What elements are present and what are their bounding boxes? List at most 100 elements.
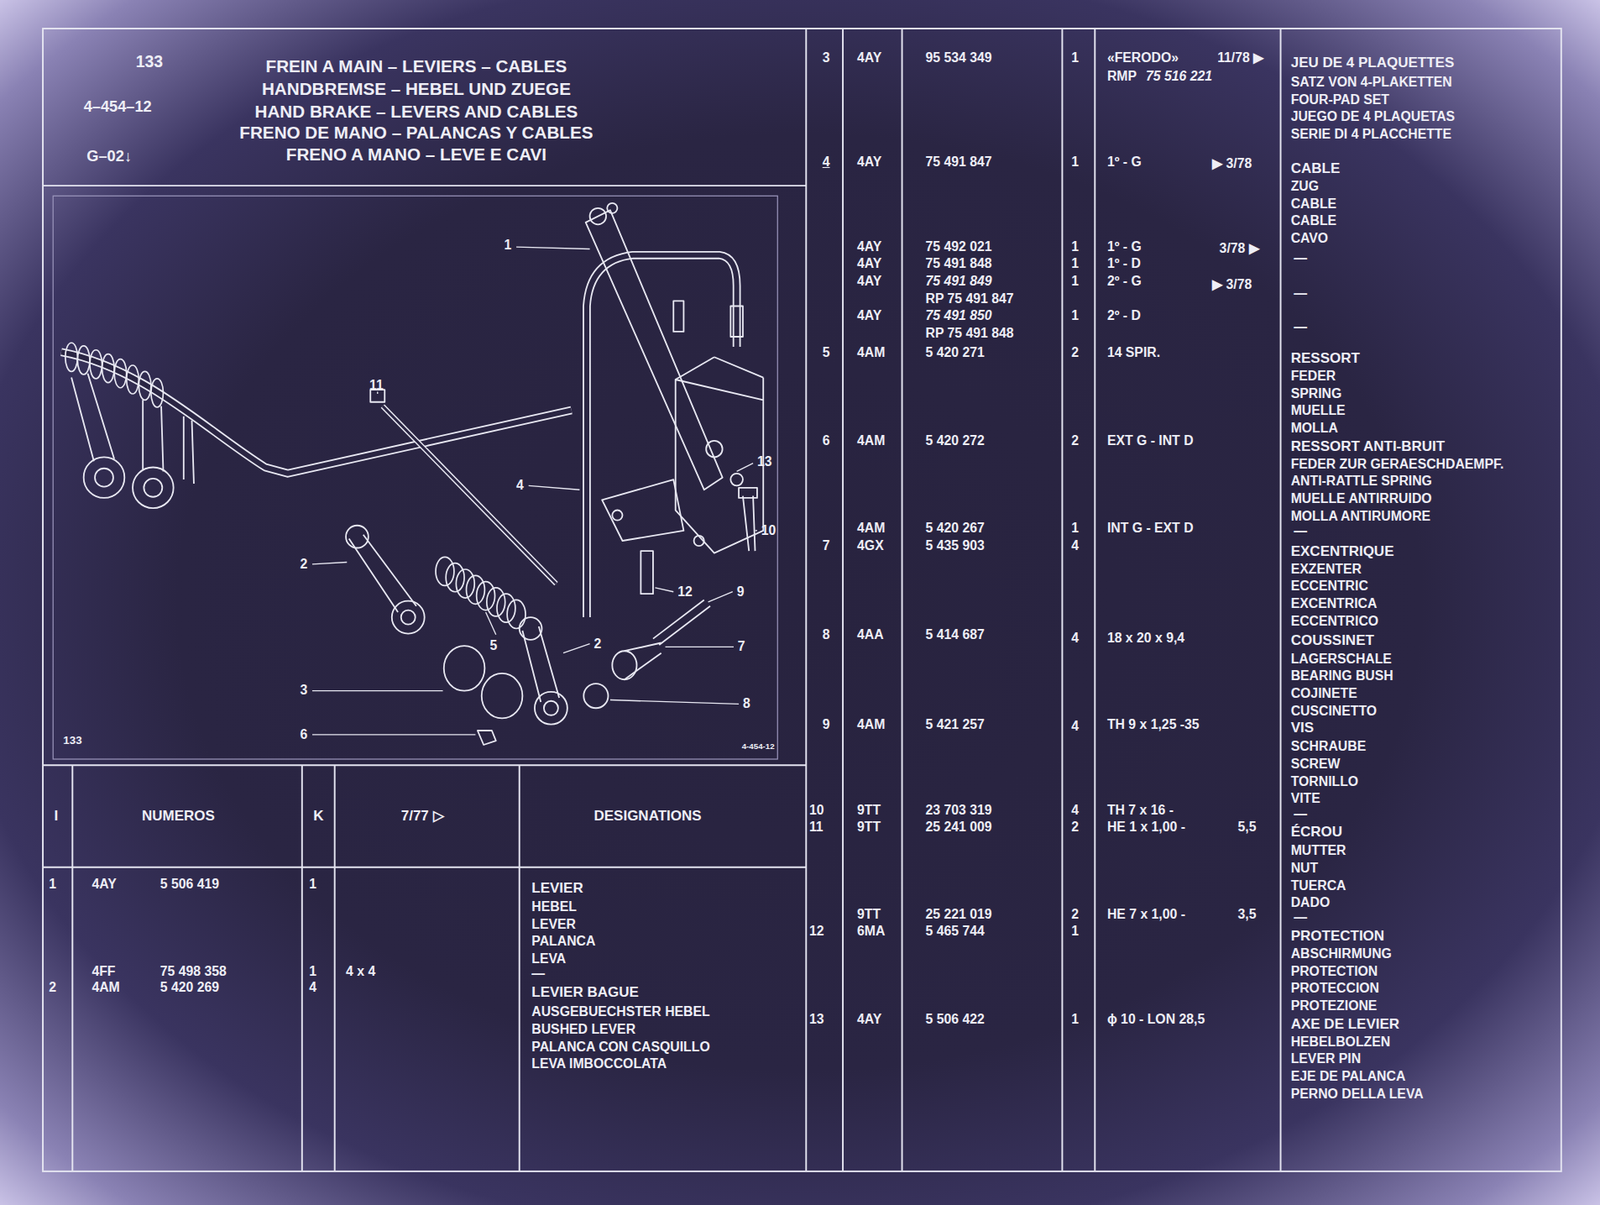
- table-cell: 9: [822, 717, 831, 732]
- sheet-code: G–02↓: [86, 148, 132, 164]
- table-cell: 5 506 422: [925, 1012, 985, 1026]
- callout-number: 2: [299, 557, 308, 571]
- table-cell: SATZ VON 4-PLAKETTEN: [1291, 75, 1453, 89]
- table-cell: PALANCA CON CASQUILLO: [531, 1040, 710, 1054]
- table-cell: MUELLE ANTIRRUIDO: [1291, 491, 1433, 506]
- table-cell: LEVIER BAGUE: [531, 984, 639, 999]
- table-cell: MOLLA ANTIRUMORE: [1291, 509, 1431, 523]
- table-cell: 4FF: [91, 964, 116, 978]
- table-cell: ECCENTRIC: [1291, 579, 1369, 593]
- table-cell: LEVA: [531, 951, 566, 966]
- table-cell: 25 221 019: [925, 907, 993, 921]
- table-cell: ZUG: [1291, 179, 1319, 194]
- table-cell: HE 7 x 1,00 -: [1107, 907, 1186, 921]
- table-cell: 1: [1071, 155, 1079, 169]
- callout-number: 6: [299, 727, 308, 742]
- table-cell: FEDER: [1291, 369, 1337, 383]
- table-cell: 2: [1071, 907, 1079, 921]
- table-cell: 5 421 257: [925, 717, 985, 732]
- table-cell: VITE: [1291, 791, 1321, 806]
- table-cell: 11/78 ▶: [1217, 51, 1264, 65]
- table-cell: 1: [1071, 308, 1079, 323]
- table-cell: TORNILLO: [1291, 774, 1359, 789]
- table-cell: 4: [1071, 803, 1079, 817]
- callout-number: 7: [737, 639, 746, 654]
- table-cell: 5 465 744: [925, 924, 985, 938]
- table-cell: LEVA IMBOCCOLATA: [531, 1056, 667, 1071]
- table-cell: COJINETE: [1291, 686, 1358, 701]
- table-cell: 4AY: [857, 256, 882, 271]
- sheet-code: 133: [135, 53, 163, 70]
- table-cell: 4AM: [857, 433, 885, 448]
- table-cell: —: [1293, 251, 1308, 266]
- title-line: FRENO DE MANO – PALANCAS Y CABLES: [239, 124, 593, 142]
- table-cell: 12: [809, 924, 825, 938]
- table-cell: SPRING: [1291, 386, 1343, 401]
- table-cell: 1: [308, 964, 317, 978]
- table-cell: 3: [822, 51, 831, 65]
- table-cell: BUSHED LEVER: [531, 1022, 636, 1036]
- table-cell: 2º - G: [1107, 274, 1142, 288]
- callout-number: 8: [742, 696, 751, 711]
- table-cell: MOLLA: [1291, 421, 1339, 435]
- table-cell: 3,5: [1237, 907, 1256, 921]
- callout-number: 9: [737, 585, 745, 599]
- table-cell: 5 420 271: [925, 345, 985, 360]
- callout-number: 4-454-12: [742, 742, 775, 751]
- table-cell: JEU DE 4 PLAQUETTES: [1291, 55, 1455, 70]
- callout-number: 1: [503, 238, 512, 252]
- table-cell: LEVER PIN: [1291, 1051, 1361, 1066]
- table-cell: 4: [1071, 719, 1079, 733]
- table-cell: DADO: [1291, 895, 1331, 910]
- table-cell: COUSSINET: [1291, 632, 1375, 648]
- table-cell: 14 SPIR.: [1107, 345, 1161, 360]
- table-cell: 4AY: [857, 51, 882, 65]
- table-cell: 1: [1071, 51, 1079, 65]
- table-cell: 1: [1071, 274, 1079, 288]
- title-line: HAND BRAKE – LEVERS AND CABLES: [255, 103, 579, 121]
- table-cell: 4AY: [91, 877, 116, 891]
- table-cell: TH 9 x 1,25 -35: [1107, 717, 1200, 732]
- table-cell: SCREW: [1291, 757, 1341, 771]
- callout-number: 4: [516, 478, 524, 492]
- table-cell: AXE DE LEVIER: [1291, 1016, 1400, 1031]
- callout-number: 5: [489, 638, 497, 653]
- table-cell: RESSORT: [1291, 350, 1360, 366]
- column-header: 7/77 ▷: [401, 808, 445, 823]
- table-cell: CABLE: [1291, 197, 1337, 211]
- table-cell: CABLE: [1291, 161, 1341, 176]
- table-cell: PERNO DELLA LEVA: [1291, 1087, 1424, 1101]
- table-cell: HE 1 x 1,00 -: [1107, 820, 1186, 834]
- table-cell: TH 7 x 16 -: [1107, 803, 1174, 817]
- table-cell: 75 491 847: [925, 155, 993, 169]
- table-cell: ABSCHIRMUNG: [1291, 946, 1392, 961]
- table-cell: —: [1293, 287, 1308, 301]
- table-cell: —: [1293, 524, 1308, 539]
- callout-number: 10: [761, 523, 777, 538]
- table-cell: 4AM: [857, 521, 885, 535]
- table-cell: 13: [809, 1012, 825, 1026]
- table-cell: 2: [48, 980, 57, 994]
- table-cell: RESSORT ANTI-BRUIT: [1291, 439, 1446, 454]
- table-cell: ÉCROU: [1291, 824, 1343, 839]
- table-cell: 9TT: [857, 803, 881, 817]
- table-cell: MUELLE: [1291, 403, 1346, 418]
- table-cell: 4 x 4: [345, 964, 376, 978]
- table-cell: 75 491 850: [925, 308, 993, 323]
- table-cell: FOUR-PAD SET: [1291, 93, 1390, 107]
- table-cell: 1: [1071, 924, 1079, 938]
- table-cell: SCHRAUBE: [1291, 739, 1367, 753]
- table-cell: PROTEZIONE: [1291, 998, 1378, 1013]
- callout-number: 3: [299, 683, 308, 697]
- table-cell: EXZENTER: [1291, 562, 1362, 576]
- callout-number: 11: [369, 378, 384, 393]
- table-cell: JUEGO DE 4 PLAQUETAS: [1291, 109, 1455, 124]
- table-cell: 1: [308, 877, 317, 891]
- table-cell: CUSCINETTO: [1291, 704, 1377, 718]
- table-cell: 75 491 849: [925, 274, 993, 288]
- table-cell: CABLE: [1291, 214, 1337, 228]
- column-header: I: [53, 808, 58, 823]
- table-cell: 5,5: [1237, 820, 1256, 834]
- table-cell: AUSGEBUECHSTER HEBEL: [531, 1004, 710, 1019]
